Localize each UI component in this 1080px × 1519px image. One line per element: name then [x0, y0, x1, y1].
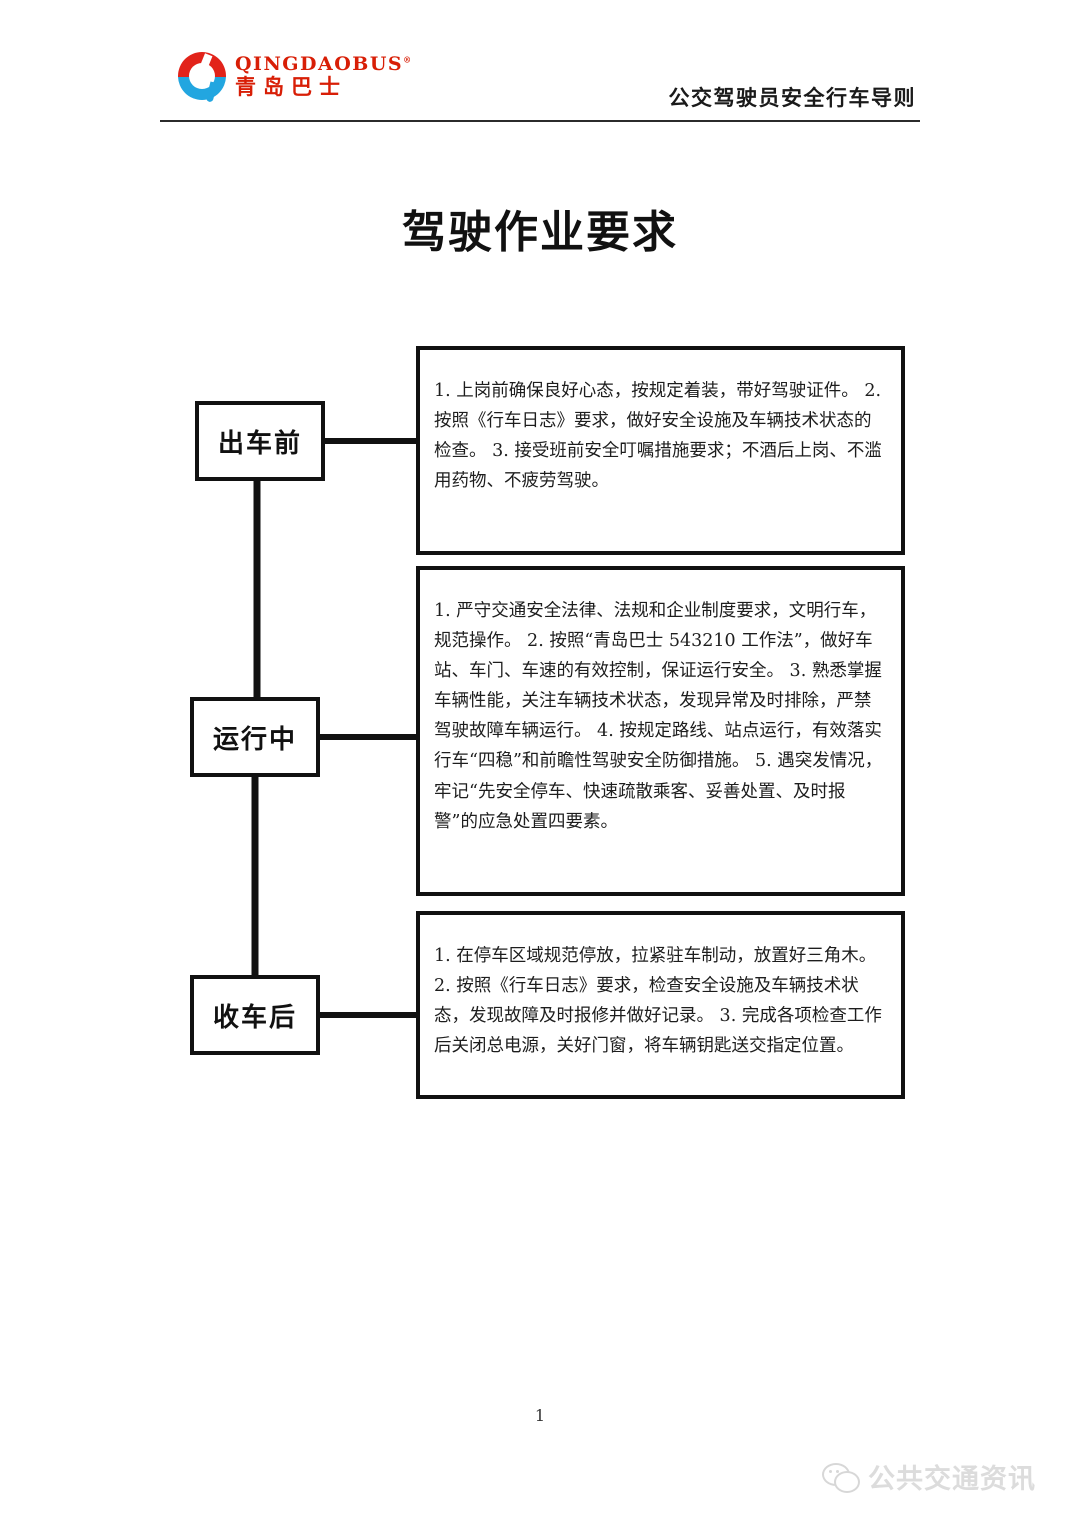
content-box-before-departure: 1. 上岗前确保良好心态，按规定着装，带好驾驶证件。 2. 按照《行车日志》要求… [416, 346, 905, 555]
logo-english-text: QINGDAOBUS [235, 52, 404, 75]
logo-wordmark: QINGDAOBUS® 青岛巴士 [235, 52, 412, 99]
stage-content-text: 1. 上岗前确保良好心态，按规定着装，带好驾驶证件。 2. 按照《行车日志》要求… [434, 381, 882, 492]
stage-label: 收车后 [212, 1002, 297, 1033]
page-number: 1 [534, 1406, 546, 1425]
stage-label: 出车前 [217, 428, 302, 459]
content-box-in-operation: 1. 严守交通安全法律、法规和企业制度要求，文明行车，规范操作。 2. 按照“青… [416, 566, 905, 896]
logo-chinese-name: 青岛巴士 [235, 74, 347, 99]
stage-box-in-operation[interactable]: 运行中 [190, 697, 320, 777]
page-header: QINGDAOBUS® 青岛巴士 公交驾驶员安全行车导则 [160, 44, 920, 124]
content-box-after-return: 1. 在停车区域规范停放，拉紧驻车制动，放置好三角木。 2. 按照《行车日志》要… [416, 911, 905, 1099]
header-document-title: 公交驾驶员安全行车导则 [668, 86, 916, 110]
header-divider-rule [160, 120, 920, 122]
watermark-label: 公共交通资讯 [868, 1464, 1036, 1495]
page-title: 驾驶作业要求 [402, 207, 678, 258]
bus-ring-logo-icon [178, 52, 226, 103]
stage-box-after-return[interactable]: 收车后 [190, 975, 320, 1055]
registered-trademark-icon: ® [403, 54, 412, 65]
qingdaobus-logo: QINGDAOBUS® 青岛巴士 [178, 52, 412, 103]
stage-content-text: 1. 严守交通安全法律、法规和企业制度要求，文明行车，规范操作。 2. 按照“青… [434, 601, 883, 832]
stage-content-text: 1. 在停车区域规范停放，拉紧驻车制动，放置好三角木。 2. 按照《行车日志》要… [434, 946, 882, 1057]
logo-english-name: QINGDAOBUS® [235, 52, 412, 75]
chat-bubbles-icon [822, 1462, 860, 1493]
stage-box-before-departure[interactable]: 出车前 [195, 401, 325, 481]
stage-label: 运行中 [212, 724, 297, 755]
watermark: 公共交通资讯 [822, 1457, 1036, 1496]
